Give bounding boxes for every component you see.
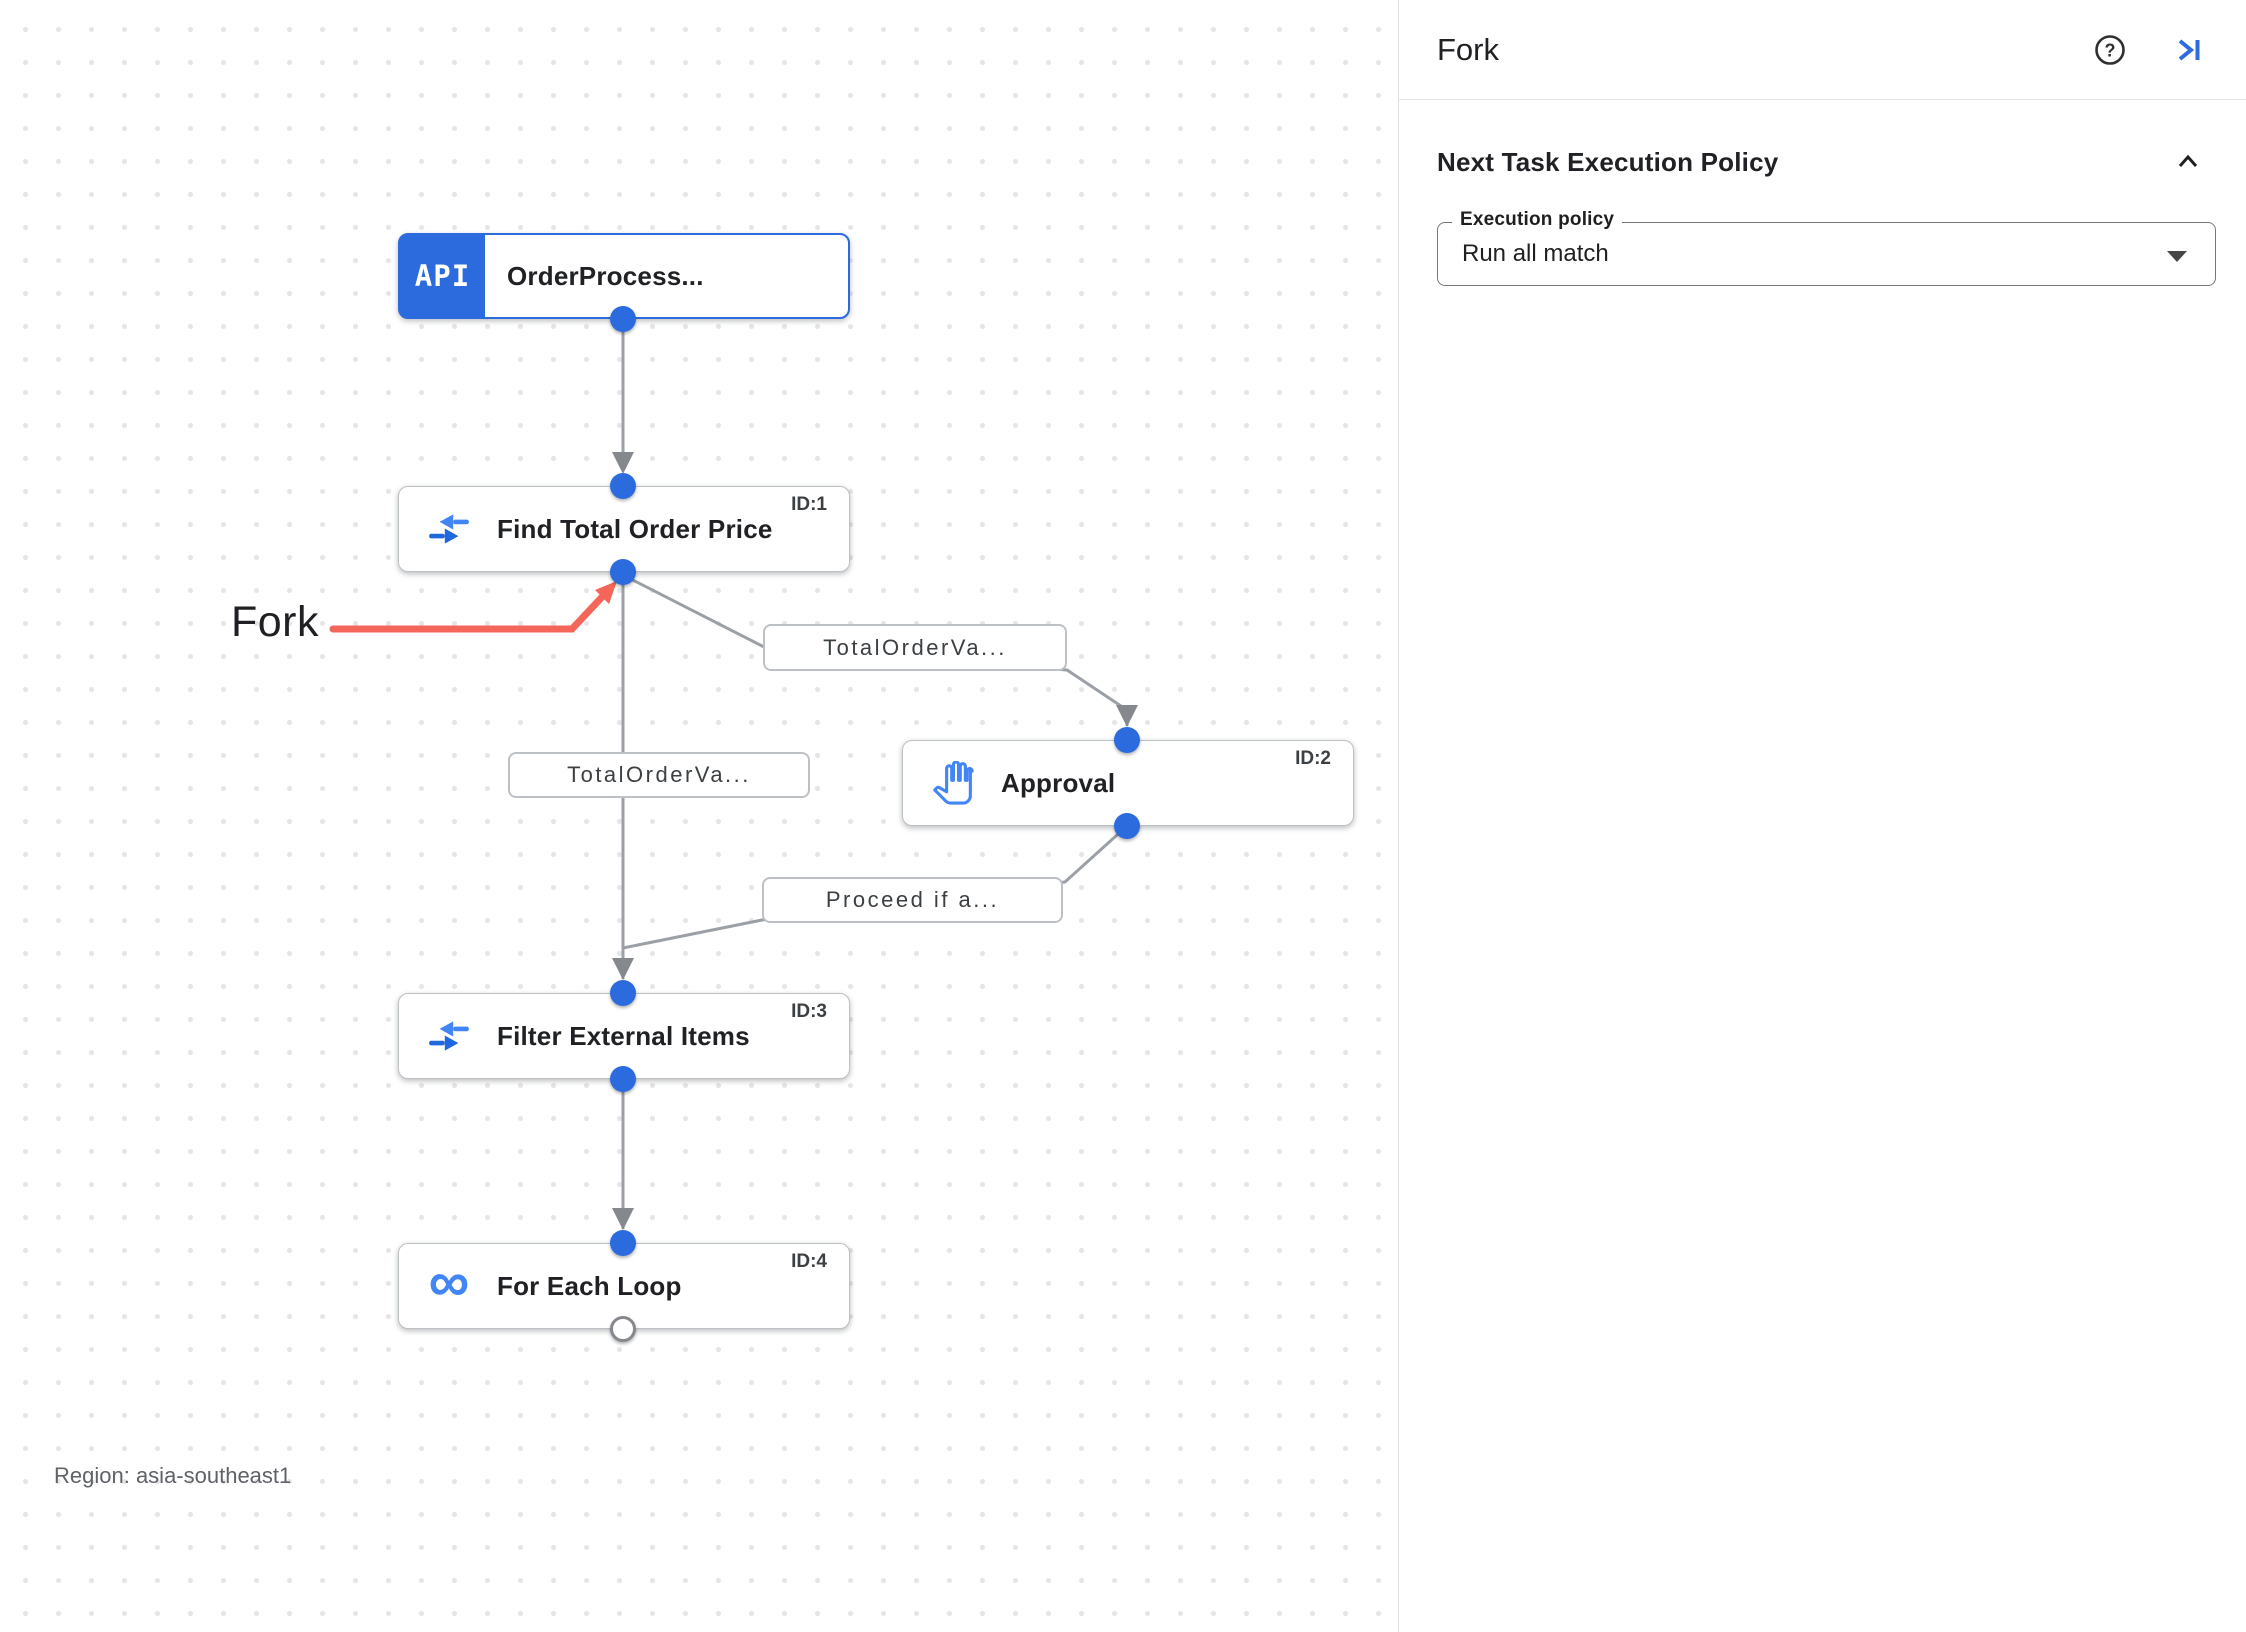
connector-dot-find-in[interactable]	[610, 473, 636, 499]
edge-label-fork-right[interactable]: TotalOrderVa...	[763, 624, 1067, 671]
connector-dot-filter-out[interactable]	[610, 1066, 636, 1092]
connector-dot-approval-in[interactable]	[1114, 727, 1140, 753]
node-for-each-loop[interactable]: ∞ For Each Loop ID:4	[398, 1243, 850, 1329]
svg-text:?: ?	[2105, 40, 2116, 60]
node-filter-external-items[interactable]: Filter External Items ID:3	[398, 993, 850, 1079]
region-label: Region: asia-southeast1	[54, 1463, 292, 1488]
connector-dot-filter-in[interactable]	[610, 980, 636, 1006]
node-approval[interactable]: Approval ID:2	[902, 740, 1354, 826]
execution-policy-value: Run all match	[1462, 240, 1609, 267]
arrowhead-into-find	[612, 452, 634, 474]
help-icon[interactable]: ?	[2092, 32, 2128, 68]
node-find-total-order-price[interactable]: Find Total Order Price ID:1	[398, 486, 850, 572]
node-title: OrderProcess...	[507, 260, 704, 291]
arrowhead-into-approval	[1116, 705, 1138, 727]
api-trigger-badge: API	[400, 235, 485, 317]
data-mapping-icon	[425, 1013, 473, 1059]
loop-infinity-icon: ∞	[428, 1250, 470, 1314]
task-config-panel: Fork ? Next Task Execution Policy Execut…	[1398, 0, 2246, 1632]
hand-approval-icon	[929, 761, 977, 805]
node-id-label: ID:1	[791, 494, 827, 515]
connector-dot-foreach-in[interactable]	[610, 1230, 636, 1256]
fork-annotation-label: Fork	[231, 598, 319, 646]
node-id-label: ID:4	[791, 1251, 827, 1272]
connector-dot-trigger-out[interactable]	[610, 306, 636, 332]
chevron-up-icon[interactable]	[2172, 146, 2204, 178]
section-title: Next Task Execution Policy	[1437, 146, 1779, 177]
node-title: Filter External Items	[497, 1020, 750, 1051]
panel-header: Fork ?	[1399, 0, 2246, 100]
execution-policy-select[interactable]: Execution policy Run all match	[1437, 209, 2216, 286]
connector-dot-find-out-fork[interactable]	[610, 559, 636, 585]
dropdown-caret-icon	[2167, 250, 2187, 268]
connector-dot-approval-out[interactable]	[1114, 813, 1140, 839]
edge-label-approval-out[interactable]: Proceed if a...	[762, 877, 1063, 923]
arrowhead-into-foreach	[612, 1208, 634, 1230]
node-title: For Each Loop	[497, 1270, 682, 1301]
node-id-label: ID:2	[1295, 748, 1331, 769]
node-order-process-trigger[interactable]: API OrderProcess...	[398, 233, 850, 319]
collapse-panel-icon[interactable]	[2172, 34, 2204, 66]
workflow-canvas[interactable]: TotalOrderVa... TotalOrderVa... Proceed …	[0, 0, 1398, 1632]
panel-title: Fork	[1437, 31, 1499, 67]
edge-label-fork-down[interactable]: TotalOrderVa...	[508, 752, 810, 798]
data-mapping-icon	[425, 506, 473, 552]
next-task-policy-section-header[interactable]: Next Task Execution Policy	[1437, 146, 2204, 178]
node-title: Find Total Order Price	[497, 513, 773, 544]
node-title: Approval	[1001, 767, 1116, 798]
connector-dot-foreach-out-empty[interactable]	[610, 1316, 636, 1342]
fork-annotation-arrowhead	[595, 581, 617, 604]
execution-policy-label: Execution policy	[1452, 209, 1623, 231]
node-id-label: ID:3	[791, 1001, 827, 1022]
fork-annotation-arrow	[329, 593, 606, 633]
arrowhead-into-filter	[612, 958, 634, 980]
